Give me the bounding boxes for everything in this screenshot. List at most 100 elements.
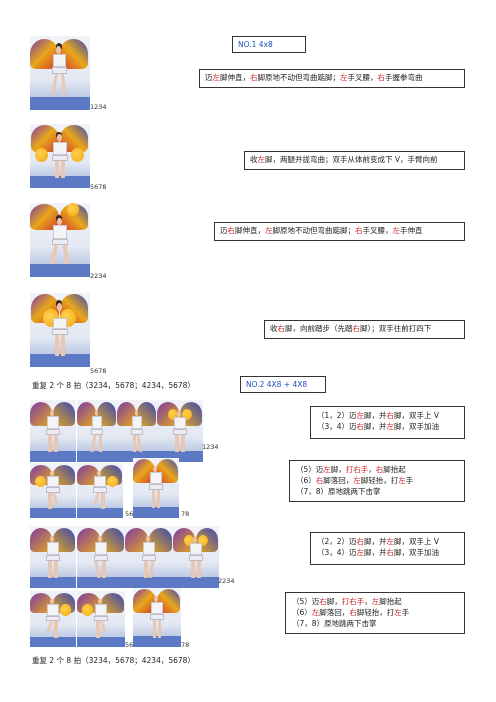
instruction-text: 脚， bbox=[326, 597, 342, 606]
count-label: 1234 bbox=[90, 103, 107, 111]
highlight-text: 左 bbox=[356, 548, 365, 557]
highlight-text: 左 bbox=[392, 226, 401, 235]
instruction-text: 迈 bbox=[205, 73, 213, 82]
instruction-text: 迈 bbox=[220, 226, 228, 235]
instruction-line: （1，2）迈左脚，并右脚，双手上 V bbox=[317, 410, 458, 421]
pose-photo bbox=[77, 400, 117, 462]
highlight-text: 右 bbox=[277, 324, 286, 333]
instruction-text: 脚，双手上 V bbox=[394, 411, 440, 420]
instruction-text: 脚轻抬，打 bbox=[360, 476, 399, 485]
instruction-text: （6） bbox=[292, 608, 312, 617]
instruction-text: 手 bbox=[401, 608, 410, 617]
count-label: 56 bbox=[125, 641, 134, 649]
count-label: 78 bbox=[181, 641, 190, 649]
count-label: 5678 bbox=[90, 183, 107, 191]
highlight-text: 左 bbox=[353, 476, 361, 485]
instruction-box-c: （2，2）迈右脚，并左脚，双手上 V（3，4）迈左脚，并右脚，双手加油 bbox=[310, 532, 465, 565]
instruction-line: （7，8）原地跳两下击掌 bbox=[296, 486, 458, 497]
highlight-text: 右 bbox=[227, 226, 236, 235]
instruction-text: （5）迈 bbox=[292, 597, 320, 606]
highlight-text: 左 bbox=[386, 422, 395, 431]
highlight-text: 右 bbox=[386, 548, 395, 557]
highlight-text: 左 bbox=[398, 476, 406, 485]
highlight-text: 右 bbox=[319, 597, 327, 606]
instruction-text: （5）迈 bbox=[296, 465, 324, 474]
pose-photo bbox=[117, 400, 157, 462]
instruction-box-1: 迈左脚伸直，右脚原地不动但弯曲踮脚；左手叉腰，右手握拳弯曲 bbox=[199, 69, 465, 88]
pose-photo bbox=[157, 400, 203, 462]
highlight-text: 右 bbox=[349, 608, 357, 617]
instruction-text: 脚抬起 bbox=[379, 597, 402, 606]
instruction-text: 脚原地不动但弯曲踮脚； bbox=[257, 73, 341, 82]
instruction-text: 脚落回， bbox=[323, 476, 354, 485]
instruction-text: 脚伸直， bbox=[220, 73, 250, 82]
instruction-text: ， bbox=[368, 465, 376, 474]
pose-photo bbox=[30, 463, 76, 518]
instruction-text: 脚，向前踏步（先踏 bbox=[285, 324, 353, 333]
instruction-text: （1，2）迈 bbox=[317, 411, 357, 420]
pose-photo-2 bbox=[30, 124, 90, 188]
instruction-text: （2，2）迈 bbox=[317, 537, 357, 546]
instruction-text: 手 bbox=[405, 476, 414, 485]
instruction-text: 脚，双手加油 bbox=[394, 422, 440, 431]
highlight-text: 右 bbox=[356, 537, 365, 546]
instruction-text: 脚，两腿并拢弯曲；双手从体前变成下 V，手臂向前 bbox=[265, 155, 438, 164]
highlight-text: 左 bbox=[371, 597, 380, 606]
instruction-text: 脚抬起 bbox=[383, 465, 406, 474]
highlight-text: 右 bbox=[355, 226, 363, 235]
pose-photo bbox=[77, 526, 125, 588]
instruction-text: 脚伸直， bbox=[235, 226, 265, 235]
highlight-text: 左 bbox=[265, 226, 273, 235]
highlight-text: 右 bbox=[377, 73, 386, 82]
highlight-text: 左 bbox=[394, 608, 402, 617]
instruction-text: 脚）；双手往前打四下 bbox=[360, 324, 432, 333]
instruction-text: （3，4）迈 bbox=[317, 422, 357, 431]
pose-photo-1 bbox=[30, 36, 90, 110]
instruction-text: （3，4）迈 bbox=[317, 548, 357, 557]
instruction-box-d: （5）迈右脚，打右手，左脚抬起（6）左脚落回，右脚轻抬，打左手（7，8）原地跳两… bbox=[285, 592, 465, 634]
pose-photo-3 bbox=[30, 203, 90, 277]
highlight-text: 右 bbox=[315, 476, 324, 485]
instruction-text: 收 bbox=[270, 324, 278, 333]
instruction-text: 脚，并 bbox=[364, 548, 387, 557]
instruction-line: （5）迈右脚，打右手，左脚抬起 bbox=[292, 596, 458, 607]
highlight-text: 左 bbox=[356, 411, 365, 420]
highlight-text: 打右手 bbox=[341, 597, 365, 606]
instruction-text: （6） bbox=[296, 476, 316, 485]
instruction-text: 脚，双手加油 bbox=[394, 548, 440, 557]
instruction-box-a: （1，2）迈左脚，并右脚，双手上 V（3，4）迈右脚，并左脚，双手加油 bbox=[310, 406, 465, 439]
highlight-text: 左 bbox=[340, 73, 348, 82]
instruction-box-4: 收右脚，向前踏步（先踏右脚）；双手往前打四下 bbox=[264, 320, 465, 339]
instruction-line: （6）右脚落回，左脚轻抬，打左手 bbox=[296, 475, 458, 486]
count-label: 2234 bbox=[90, 272, 107, 280]
instruction-text: 脚，双手上 V bbox=[394, 537, 440, 546]
highlight-text: 左 bbox=[257, 155, 266, 164]
instruction-text: 脚，并 bbox=[364, 422, 387, 431]
pose-photo bbox=[30, 400, 76, 462]
highlight-text: 右 bbox=[386, 411, 395, 420]
instruction-box-b: （5）迈左脚，打右手，右脚抬起（6）右脚落回，左脚轻抬，打左手（7，8）原地跳两… bbox=[289, 460, 465, 502]
highlight-text: 右 bbox=[356, 422, 365, 431]
highlight-text: 左 bbox=[212, 73, 221, 82]
pose-photo bbox=[125, 526, 173, 588]
section1-label: NO.1 4x8 bbox=[232, 36, 306, 53]
highlight-text: 打右手 bbox=[345, 465, 369, 474]
count-label: 2234 bbox=[218, 577, 235, 585]
instruction-text: （7，8）原地跳两下击掌 bbox=[296, 487, 381, 496]
highlight-text: 右 bbox=[375, 465, 384, 474]
count-label: 1234 bbox=[202, 443, 219, 451]
instruction-box-3: 迈右脚伸直，左脚原地不动但弯曲踮脚；右手叉腰，左手伸直 bbox=[214, 222, 465, 241]
instruction-text: 手伸直 bbox=[400, 226, 423, 235]
instruction-text: 脚轻抬，打 bbox=[356, 608, 395, 617]
repeat-note: 重复 2 个 8 拍（3234，5678；4234，5678） bbox=[32, 656, 195, 665]
count-label: 5678 bbox=[90, 367, 107, 375]
instruction-line: （5）迈左脚，打右手，右脚抬起 bbox=[296, 464, 458, 475]
instruction-text: 脚，并 bbox=[364, 537, 387, 546]
instruction-text: 手叉腰， bbox=[362, 226, 393, 235]
pose-photo bbox=[133, 588, 181, 647]
instruction-text: 手握拳弯曲 bbox=[385, 73, 423, 82]
instruction-text: 手叉腰， bbox=[347, 73, 378, 82]
pose-photo bbox=[30, 591, 76, 647]
pose-photo bbox=[173, 526, 219, 588]
count-label: 78 bbox=[181, 510, 190, 518]
